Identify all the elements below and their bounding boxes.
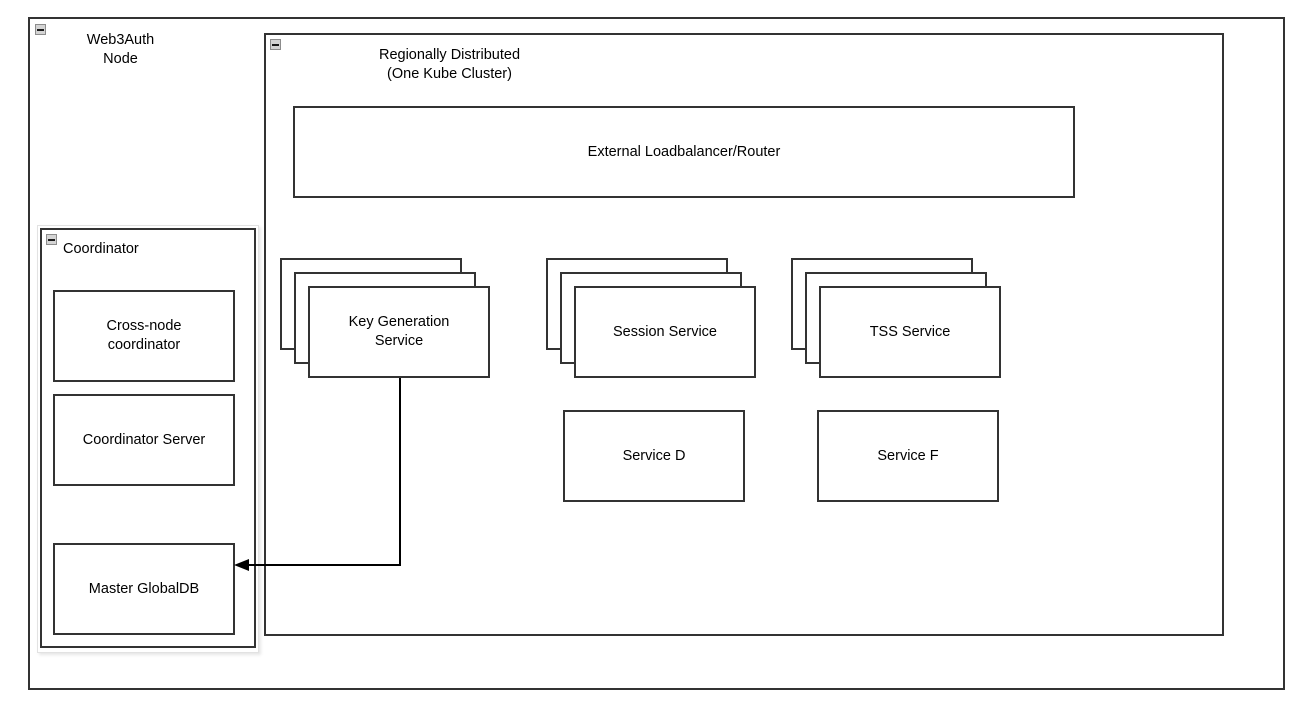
cross-node-coordinator-label: Cross-node coordinator bbox=[106, 318, 182, 353]
session-service-stack[interactable]: Session Service bbox=[546, 258, 756, 378]
key-generation-service-label: Key Generation Service bbox=[348, 314, 450, 349]
master-globaldb-label: Master GlobalDB bbox=[88, 580, 200, 597]
kube-cluster-title: Regionally Distributed (One Kube Cluster… bbox=[378, 47, 521, 82]
key-generation-service-stack[interactable]: Key Generation Service bbox=[280, 258, 490, 378]
service-f-box[interactable]: Service F bbox=[817, 410, 999, 502]
minus-bar bbox=[272, 43, 279, 46]
external-loadbalancer-label: External Loadbalancer/Router bbox=[587, 143, 781, 160]
coordinator-server-label: Coordinator Server bbox=[82, 431, 206, 448]
cross-node-coordinator-box[interactable]: Cross-node coordinator bbox=[53, 290, 235, 382]
minus-bar bbox=[37, 28, 44, 31]
coordinator-collapse-icon[interactable] bbox=[46, 234, 57, 245]
kube-cluster-collapse-icon[interactable] bbox=[270, 39, 281, 50]
stack-layer-front[interactable]: Key Generation Service bbox=[308, 286, 490, 378]
master-globaldb-box[interactable]: Master GlobalDB bbox=[53, 543, 235, 635]
service-d-box[interactable]: Service D bbox=[563, 410, 745, 502]
service-d-label: Service D bbox=[622, 447, 686, 464]
web3auth-node-title: Web3Auth Node bbox=[86, 32, 155, 67]
minus-bar bbox=[48, 238, 55, 241]
tss-service-stack[interactable]: TSS Service bbox=[791, 258, 1001, 378]
tss-service-label: TSS Service bbox=[869, 323, 951, 340]
session-service-label: Session Service bbox=[613, 323, 717, 340]
stack-layer-front[interactable]: Session Service bbox=[574, 286, 756, 378]
external-loadbalancer-box[interactable]: External Loadbalancer/Router bbox=[293, 106, 1075, 198]
web3auth-node-collapse-icon[interactable] bbox=[35, 24, 46, 35]
coordinator-server-box[interactable]: Coordinator Server bbox=[53, 394, 235, 486]
service-f-label: Service F bbox=[877, 447, 939, 464]
stack-layer-front[interactable]: TSS Service bbox=[819, 286, 1001, 378]
coordinator-title: Coordinator bbox=[63, 241, 139, 257]
